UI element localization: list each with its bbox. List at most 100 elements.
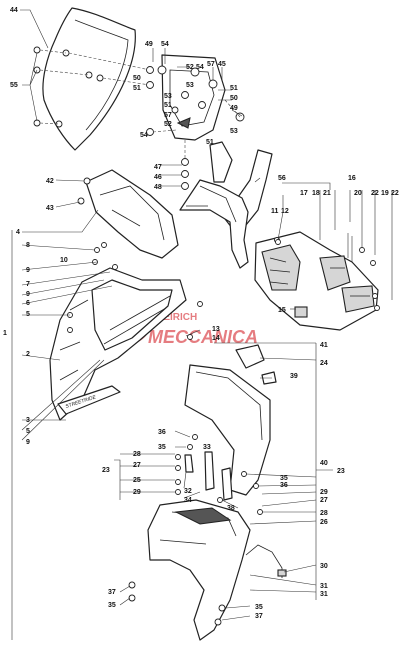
callout-57b: 57 [164,112,172,119]
callout-46: 46 [154,174,162,181]
callout-9: 9 [26,267,30,274]
callout-1: 1 [3,330,7,337]
callout-43: 43 [46,205,54,212]
callout-30: 30 [320,563,328,570]
windscreen-bracket [146,54,245,190]
windscreen-inner-line [74,19,129,131]
callout-49: 49 [145,41,153,48]
callout-labels: 44 49 54 52 53 54 57 45 55 50 51 53 51 5… [3,7,399,620]
callout-33: 33 [203,444,211,451]
watermark-line1: FREIRICH [150,312,197,323]
callout-40: 40 [320,460,328,467]
bracket-34 [221,467,233,501]
callout-2: 2 [26,351,30,358]
callout-27b: 27 [320,497,328,504]
callout-7: 7 [26,281,30,288]
fairing-frame-cross [179,179,249,269]
callout-21: 21 [323,190,331,197]
windscreen-mount-holes [55,49,104,128]
callout-35c: 35 [108,602,116,609]
callout-51b: 51 [164,102,172,109]
callout-44: 44 [10,7,18,14]
callout-35d: 35 [255,604,263,611]
callout-24: 24 [320,360,328,367]
callout-13: 13 [212,326,220,333]
callout-26: 26 [320,519,328,526]
callout-29b: 29 [320,489,328,496]
callout-6: 6 [26,300,30,307]
callout-23b: 23 [337,468,345,475]
wiring-harness [245,544,287,578]
callout-37b: 37 [255,613,263,620]
callout-17: 17 [300,190,308,197]
callout-54: 54 [161,41,169,48]
callout-51d: 51 [206,139,214,146]
callout-20: 20 [354,190,362,197]
callout-41: 41 [320,342,328,349]
headlamp-assembly [254,231,380,331]
callout-5b: 5 [26,428,30,435]
callout-12: 12 [281,208,289,215]
callout-3: 3 [26,417,30,424]
callout-9c: 9 [26,439,30,446]
callout-56: 56 [278,175,286,182]
headlamp-module-right [319,255,351,291]
callout-36: 36 [158,429,166,436]
callout-22b: 22 [391,190,399,197]
callout-51: 51 [133,85,141,92]
callout-31: 31 [320,583,328,590]
callout-18: 18 [312,190,320,197]
side-panel-small-cover [235,344,265,369]
callout-19: 19 [381,190,389,197]
callout-50b: 50 [230,95,238,102]
side-panel [184,344,277,496]
instrument-surround-panel [85,169,179,259]
bracket-32 [184,454,194,473]
callout-28b: 28 [320,510,328,517]
callout-38: 38 [227,505,235,512]
callout-57: 57 [207,61,215,68]
fairing-frame-upper-arm [209,141,233,183]
callout-8: 8 [26,242,30,249]
side-panel-shell [184,364,271,496]
windscreen-shape [42,7,136,151]
fairing-trim-strip [103,295,171,345]
windscreen-bracket-arrow [176,117,191,129]
callout-49b: 49 [230,105,238,112]
callout-16: 16 [348,175,356,182]
callout-51c: 51 [230,85,238,92]
callout-45: 45 [218,61,226,68]
callout-27: 27 [133,462,141,469]
callout-47: 47 [154,164,162,171]
fairing-decal-panel [57,385,121,415]
callout-11: 11 [271,208,279,215]
callout-9b: 9 [26,291,30,298]
callout-52b: 52 [164,121,172,128]
callout-53: 53 [186,82,194,89]
lower-fairing-shell [147,499,251,641]
callout-23: 23 [102,467,110,474]
instrument-surround [77,169,179,259]
callout-37: 37 [108,589,116,596]
callout-50: 50 [133,75,141,82]
callout-31b: 31 [320,591,328,598]
callout-34: 34 [184,497,192,504]
bracket-33 [204,451,215,491]
callout-25: 25 [133,477,141,484]
callout-32: 32 [184,488,192,495]
callout-36b: 36 [280,482,288,489]
mount-brackets [184,451,233,501]
windscreen-screws-55 [33,46,41,127]
callout-48: 48 [154,184,162,191]
callout-53c: 53 [230,128,238,135]
callout-39: 39 [290,373,298,380]
leader-lines [11,9,393,640]
front-fairing: STREETRIDE [49,267,187,421]
small-fasteners [67,239,281,626]
callout-54c: 54 [140,132,148,139]
windscreen [33,7,151,151]
callout-14: 14 [212,335,220,342]
headlamp-connector-15 [294,306,308,318]
callout-52: 52 [186,64,194,71]
